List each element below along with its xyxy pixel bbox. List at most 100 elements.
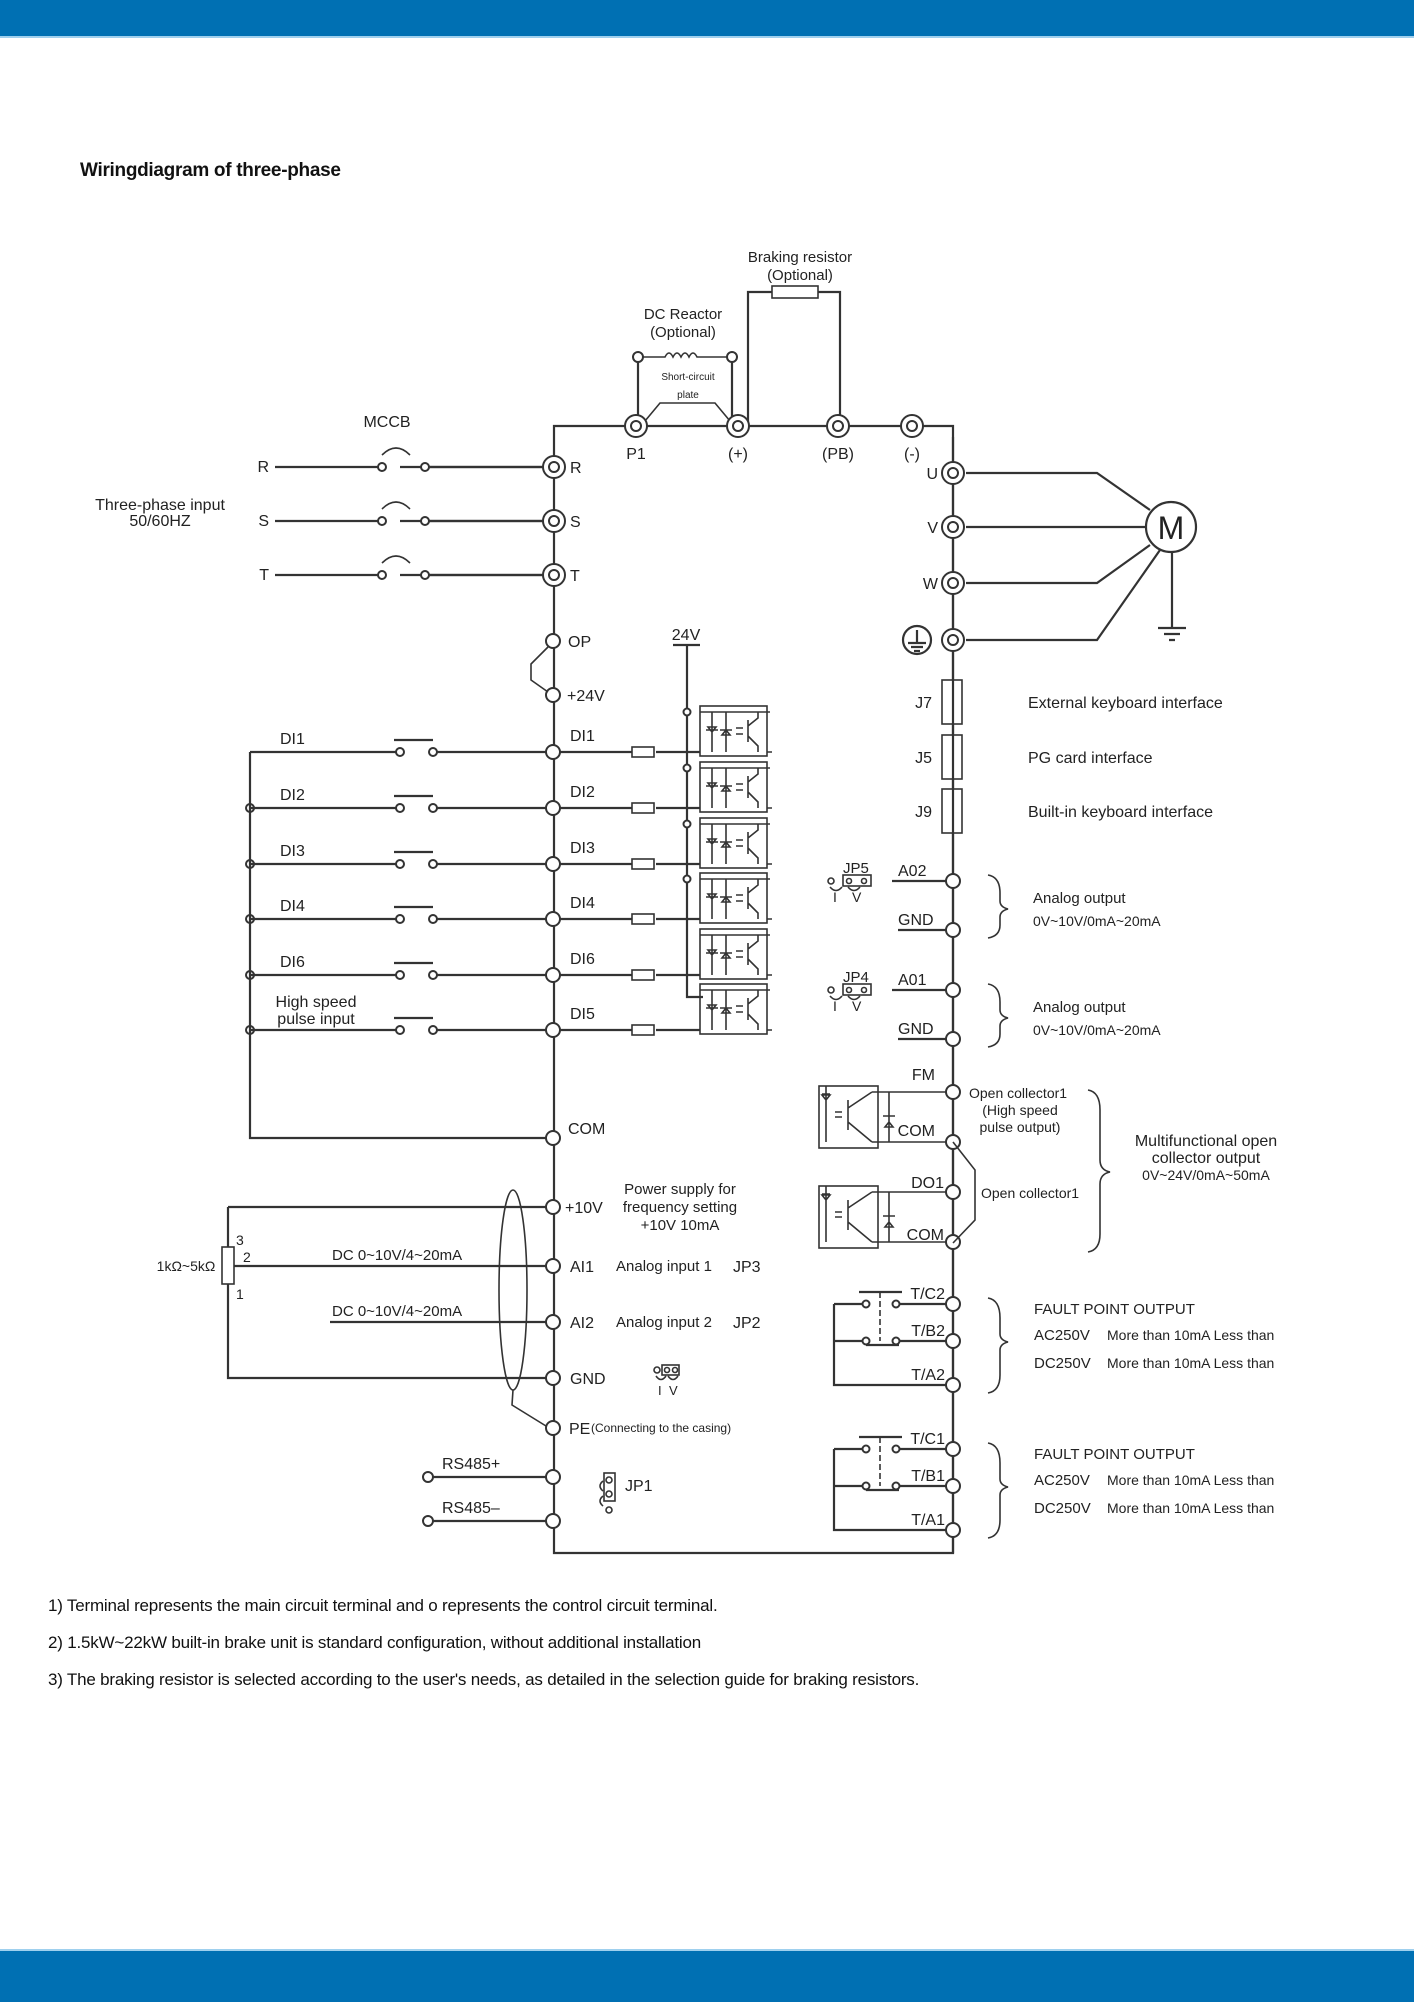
relay-c-label: T/C2 <box>910 1286 945 1303</box>
gnd-label: GND <box>570 1371 606 1388</box>
main-terminal-label: S <box>570 514 581 531</box>
pot-wires <box>226 1205 546 1380</box>
oc1-label-2: (High speed <box>982 1102 1058 1118</box>
main-terminal-label: T <box>570 568 580 585</box>
optocoupler-icon <box>682 872 772 924</box>
output-terminal <box>941 571 965 595</box>
com-link-wire <box>952 1141 976 1244</box>
interface-id: J7 <box>915 695 932 712</box>
ground-icon <box>1158 626 1186 642</box>
jumper-i-label: I <box>833 998 837 1014</box>
jumper-v-label: V <box>852 889 862 905</box>
com2-label: COM <box>907 1227 944 1244</box>
common-return-wire <box>248 752 553 1140</box>
phase-label: R <box>257 459 269 476</box>
pot-value-label: 1kΩ~5kΩ <box>157 1258 216 1274</box>
plus24v-label: +24V <box>567 688 605 705</box>
power-supply-label-2: frequency setting <box>623 1199 737 1216</box>
rs485-minus-label: RS485– <box>442 1500 500 1517</box>
output-terminal-label: V <box>927 520 938 537</box>
relay-title: FAULT POINT OUTPUT <box>1034 1301 1195 1318</box>
di-ext-label: DI2 <box>280 787 305 804</box>
mccb-icon <box>381 501 411 510</box>
interface-row: J5 PG card interface <box>915 734 1153 780</box>
relay-a-label: T/A1 <box>911 1512 945 1529</box>
mccb-label: MCCB <box>363 414 410 431</box>
di-ext-label: DI1 <box>280 731 305 748</box>
interface-id: J5 <box>915 750 932 767</box>
mccb-icon <box>381 447 411 456</box>
terminal-pb-label: (PB) <box>822 446 854 463</box>
motor-label: M <box>1158 510 1185 546</box>
terminal-plus-label: (+) <box>728 446 748 463</box>
relay-desc: More than 10mA Less than <box>1107 1500 1274 1516</box>
di-terminal-label: DI6 <box>570 951 595 968</box>
main-terminal <box>542 563 566 587</box>
ai2-signal-label: DC 0~10V/4~20mA <box>332 1303 462 1320</box>
brace-icon <box>987 983 1009 1048</box>
relay-voltage: AC250V <box>1034 1472 1090 1489</box>
output-terminal <box>941 461 965 485</box>
terminal-p1-label: P1 <box>626 446 646 463</box>
jp1-label: JP1 <box>625 1478 653 1495</box>
resistor-icon <box>631 746 655 758</box>
jumper-i-label: I <box>658 1383 662 1398</box>
di-terminal-label: DI2 <box>570 784 595 801</box>
motor-output: UVW M <box>901 461 1198 656</box>
resistor-icon <box>631 969 655 981</box>
pot-pin-1: 1 <box>236 1286 244 1302</box>
notes-list: 1) Terminal represents the main circuit … <box>48 1596 919 1707</box>
multi-oc-label-2: collector output <box>1152 1150 1261 1167</box>
ao-terminal-label: A02 <box>898 863 927 880</box>
di-terminal-label: DI5 <box>570 1006 595 1023</box>
note-item: 3) The braking resistor is selected acco… <box>48 1670 920 1689</box>
input-frequency-label: 50/60HZ <box>129 513 191 530</box>
brace-icon <box>987 874 1009 939</box>
jp1-jumper-icon <box>599 1472 616 1514</box>
jumper-v-label: V <box>669 1383 678 1398</box>
optocoupler-icon <box>682 705 772 757</box>
ai1-signal-label: DC 0~10V/4~20mA <box>332 1247 462 1264</box>
mccb-icon <box>381 555 411 564</box>
dc-reactor-label: DC Reactor <box>644 306 722 323</box>
resistor-icon <box>631 858 655 870</box>
ao-desc: Analog output <box>1033 890 1126 907</box>
optocoupler-icon <box>682 761 772 813</box>
resistor-icon <box>631 802 655 814</box>
resistor-icon <box>631 913 655 925</box>
ao-jumper-label: JP5 <box>843 860 869 877</box>
relay-b-label: T/B1 <box>911 1468 945 1485</box>
di-terminal-label: DI4 <box>570 895 595 912</box>
interface-label: Built-in keyboard interface <box>1028 804 1213 821</box>
power-supply-rating: +10V 10mA <box>641 1217 720 1234</box>
phase-label: S <box>258 513 269 530</box>
multi-brace <box>1087 1089 1111 1253</box>
oc1-label: Open collector1 <box>969 1085 1067 1101</box>
interface-label: PG card interface <box>1028 750 1153 767</box>
relay-voltage: AC250V <box>1034 1327 1090 1344</box>
output-terminal <box>941 515 965 539</box>
com-label: COM <box>568 1121 605 1138</box>
multi-oc-label: Multifunctional open <box>1135 1133 1277 1150</box>
output-terminal-label: W <box>923 576 939 593</box>
optocoupler-icon <box>699 928 772 980</box>
relay-a-label: T/A2 <box>911 1367 945 1384</box>
short-circuit-plate-label: Short-circuit <box>661 372 715 383</box>
mccb-contact <box>420 570 430 580</box>
oc1-label-3: pulse output) <box>980 1119 1061 1135</box>
ao-desc: Analog output <box>1033 999 1126 1016</box>
